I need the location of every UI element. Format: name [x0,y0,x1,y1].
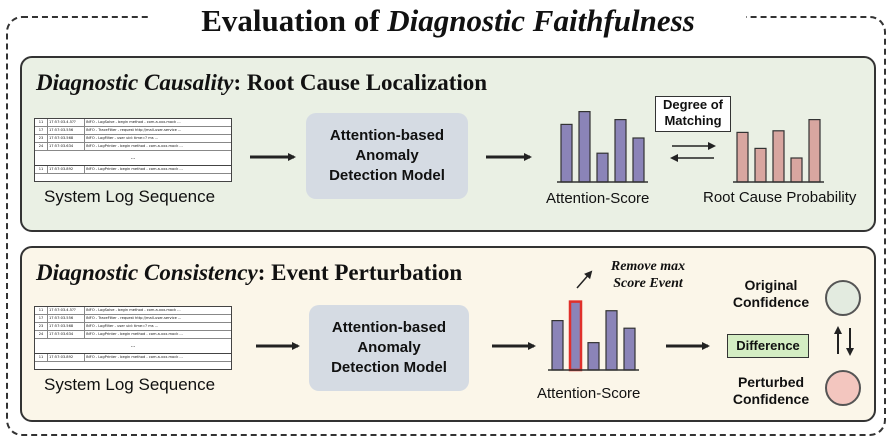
log-cell: 11 [35,119,48,126]
attention-bar [614,118,627,183]
log-cell: 17:57:03.634 [48,331,85,338]
original-confidence-label: Original Confidence [732,277,810,310]
attention-bar [623,327,636,371]
panel1-title: Diagnostic Causality: Root Cause Localiz… [36,70,488,95]
anomaly-detection-model: Attention-based Anomaly Detection Model [306,113,468,199]
anomaly-detection-model: Attention-based Anomaly Detection Model [309,305,469,391]
log-cell: 17:57:03.556 [48,127,85,134]
log-cell: INFO - LogPrinter - begin method - com.a… [86,144,183,148]
attention-bar [560,123,573,183]
log-sequence-label: System Log Sequence [44,187,216,206]
log-cell: INFO - LogPrinter - begin method - com.a… [86,167,183,171]
log-cell: INFO - LogSolve - begin method - com.a.x… [86,120,181,124]
log-cell: 23 [35,323,48,330]
log-cell: 17:57:03.892 [48,166,85,173]
log-cell: 17:57:03.892 [48,354,85,361]
perturbed-confidence-label: Perturbed Confidence [732,374,810,407]
log-cell: INFO - LogSolve - begin method - com.a.x… [86,308,181,312]
log-cell: INFO - TraceFilter - request http://mall… [86,128,182,132]
log-cell: INFO - TraceFilter - request http://mall… [86,316,182,320]
log-cell: INFO - LogFilter - user uid: time=? ms .… [86,136,159,140]
remove-pointer-arrow [576,270,593,289]
log-cell: 17 [35,315,48,322]
log-cell: 24 [35,143,48,150]
attention-bar [578,110,591,183]
remove-max-score-label: Remove max Score Event [610,259,686,291]
log-cell: 11 [35,354,48,361]
log-cell: 17:57:03.4.5?? [48,307,85,314]
log-cell: INFO - LogPrinter - begin method - com.a… [86,355,183,359]
log-cell: INFO - LogFilter - user uid: time=? ms .… [86,324,159,328]
perturbed-confidence-circle [825,370,861,406]
log-sequence-label: System Log Sequence [44,375,216,394]
log-cell: 17:57:03.568 [48,135,85,142]
log-cell: 17:57:03.634 [48,143,85,150]
difference-box: Difference [727,334,809,358]
log-cell: INFO - LogPrinter - begin method - com.a… [86,332,183,336]
log-ellipsis: ... [130,343,136,349]
model-label: Attention-based Anomaly Detection Model [331,319,447,376]
log-cell: 17:57:03.568 [48,323,85,330]
log-cell: 23 [35,135,48,142]
log-cell: 11 [35,166,48,173]
attention-score-label: Attention-Score [537,385,641,402]
degree-of-matching-box: Degree of Matching [655,96,731,132]
attention-bar [551,320,564,371]
log-ellipsis: ... [130,155,136,161]
log-cell: 17:57:03.4.5?? [48,119,85,126]
original-confidence-circle [825,280,861,316]
root-cause-bar [772,130,785,183]
root-cause-bar [808,118,821,183]
highlighted-max-bar [568,300,583,372]
root-cause-probability-label: Root Cause Probability [703,189,857,206]
log-cell: 24 [35,331,48,338]
attention-bar [632,137,645,183]
panel2-title: Diagnostic Consistency: Event Perturbati… [36,260,463,285]
attention-score-label: Attention-Score [546,190,650,207]
attention-bar [587,342,600,371]
root-cause-bar [790,157,803,183]
root-cause-bar [736,131,749,183]
attention-bar [596,152,609,183]
log-cell: 11 [35,307,48,314]
log-cell: 17:57:03.556 [48,315,85,322]
attention-bar [605,310,618,371]
root-cause-bar [754,147,767,183]
page-title: Evaluation of Diagnostic Faithfulness [150,2,746,40]
model-label: Attention-based Anomaly Detection Model [329,127,445,184]
log-cell: 17 [35,127,48,134]
